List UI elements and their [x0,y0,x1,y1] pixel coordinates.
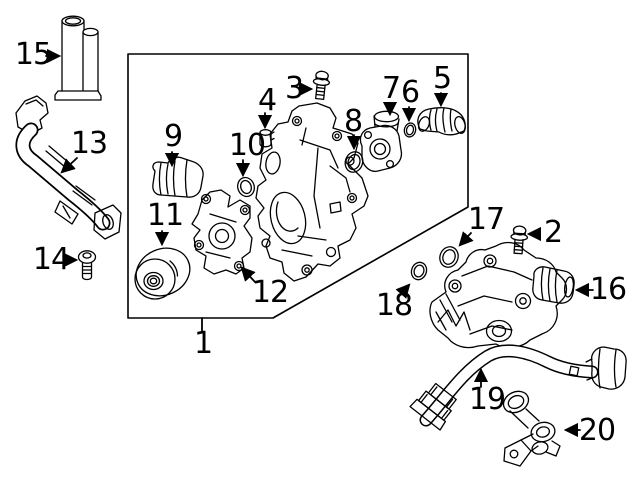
callout-8[interactable]: 8 [343,104,363,139]
assembly-group-box [128,54,468,318]
water-pump-drawing [192,190,252,274]
coolant-hose-drawing [410,347,626,430]
standpipe-drawing [55,16,101,100]
bolt-2-drawing [510,226,528,254]
callout-2[interactable]: 2 [543,215,563,250]
o-ring-17-drawing [437,244,461,270]
o-ring-10-drawing [235,175,257,198]
connector-fitting-drawing [533,267,575,303]
elbow-connector-drawing [417,108,467,135]
o-ring-8-drawing [343,149,366,174]
callout-20[interactable]: 20 [578,413,616,448]
pulley-drawing [129,240,198,304]
o-ring-18-drawing [409,260,429,282]
callout-17[interactable]: 17 [467,202,505,237]
callout-10[interactable]: 10 [228,128,266,163]
bolt-14-drawing [79,251,96,280]
callout-1[interactable]: 1 [193,326,213,361]
bolt-3-drawing [312,71,331,100]
callout-15[interactable]: 15 [14,37,52,72]
pipe-fitting-drawing [153,157,203,197]
curved-hose-drawing [16,96,121,239]
leader-arrows [46,48,593,438]
callout-19[interactable]: 19 [468,382,506,417]
callout-9[interactable]: 9 [163,119,183,154]
o-ring-6-drawing [403,122,417,138]
callout-12[interactable]: 12 [251,275,289,310]
callout-13[interactable]: 13 [70,126,108,161]
callout-7[interactable]: 7 [381,71,401,106]
callout-16[interactable]: 16 [589,272,627,307]
timing-cover-drawing [256,103,368,281]
callout-5[interactable]: 5 [432,61,452,96]
outlet-housing-drawing [360,111,401,171]
callout-11[interactable]: 11 [146,198,184,233]
callout-14[interactable]: 14 [32,242,70,277]
callout-3[interactable]: 3 [284,71,304,106]
valve-fitting-drawing [500,387,560,466]
callout-18[interactable]: 18 [375,288,413,323]
callout-6[interactable]: 6 [400,75,420,110]
callout-4[interactable]: 4 [257,83,277,118]
auxiliary-unit-drawing [430,243,567,348]
